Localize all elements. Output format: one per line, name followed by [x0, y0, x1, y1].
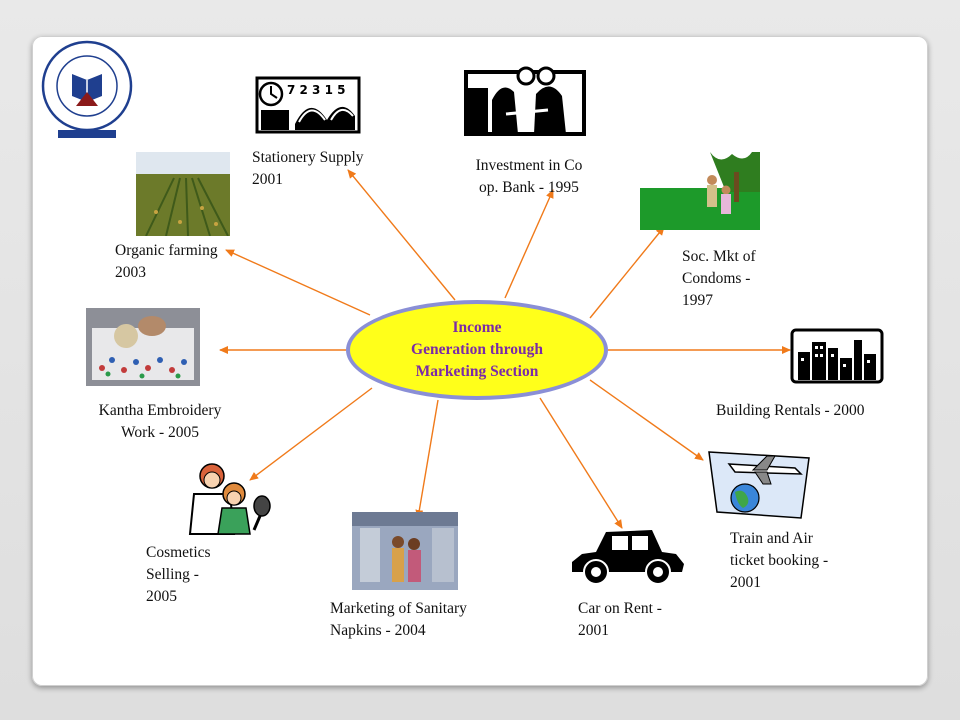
- women-mirror-icon: [182, 460, 272, 536]
- label-kantha: Kantha Embroidery Work - 2005: [98, 402, 222, 441]
- hub-ellipse: Income Generation through Marketing Sect…: [346, 300, 608, 400]
- bank-meeting-icon: [462, 62, 588, 138]
- arrow-car: [539, 397, 623, 529]
- couple-in-park-icon: [640, 152, 760, 230]
- label-stationery: Stationery Supply 2001: [252, 149, 364, 188]
- institute-logo: [38, 40, 136, 146]
- hub-label: Income Generation through Marketing Sect…: [411, 319, 543, 380]
- market-stall-photo: [352, 512, 458, 590]
- label-building: Building Rentals - 2000: [716, 402, 865, 419]
- label-organic: Organic farming 2003: [115, 242, 218, 281]
- farm-field-photo: [136, 152, 230, 236]
- arrow-organic: [225, 249, 371, 316]
- airplane-globe-icon: [705, 448, 813, 520]
- label-ticket: Train and Air ticket booking - 2001: [730, 530, 829, 591]
- arrow-napkins: [415, 399, 439, 519]
- arrow-soc-mkt: [589, 226, 665, 319]
- svg-text:7 2 3 1 5: 7 2 3 1 5: [287, 83, 345, 97]
- label-cosmetics: Cosmetics Selling - 2005: [146, 544, 211, 605]
- label-investment: Investment in Co op. Bank - 1995: [475, 157, 583, 196]
- arrow-ticket: [589, 379, 704, 461]
- arrow-stationery: [347, 169, 456, 301]
- embroidery-photo: [86, 308, 200, 386]
- label-napkins: Marketing of Sanitary Napkins - 2004: [330, 600, 467, 639]
- label-soc-mkt: Soc. Mkt of Condoms - 1997: [682, 248, 756, 309]
- books-clock-icon: 7 2 3 1 5: [255, 76, 361, 134]
- city-buildings-icon: [790, 328, 884, 384]
- arrow-cosmetics: [249, 387, 373, 481]
- arrow-investment: [504, 189, 554, 299]
- label-car: Car on Rent - 2001: [578, 600, 662, 639]
- vintage-car-icon: [566, 524, 688, 588]
